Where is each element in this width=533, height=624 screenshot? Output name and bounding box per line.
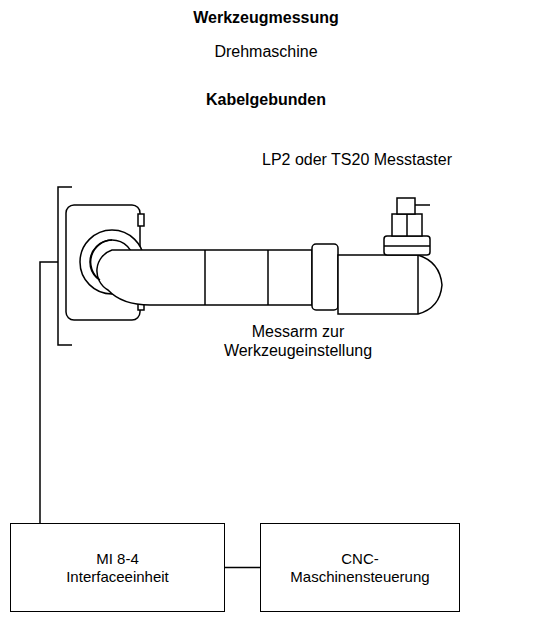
label-text: LP2 oder TS20 Messtaster <box>262 150 452 169</box>
subtitle: Drehmaschine <box>214 42 317 61</box>
probe-module <box>392 214 422 236</box>
part-label: Messarm zur Werkzeugeinstellung <box>216 322 381 360</box>
unit-box: CNC- Maschinensteuerung <box>260 523 460 612</box>
holder-seam <box>417 255 419 314</box>
arm-coupling <box>312 244 338 310</box>
label-text: Messarm zur Werkzeugeinstellung <box>216 322 381 360</box>
subtitle: Kabelgebunden <box>206 90 326 109</box>
tube-seam <box>204 250 206 305</box>
tube-bend <box>91 240 112 280</box>
unit-box: MI 8-4 Interfaceeinheit <box>10 523 225 612</box>
probe-body <box>384 236 430 255</box>
title-wrap: Werkzeugmessung <box>193 8 339 27</box>
probe-ring <box>384 245 430 247</box>
part-label: LP2 oder TS20 Messtaster <box>262 150 452 169</box>
label-text: Kabelgebunden <box>206 90 326 109</box>
tube-seam <box>267 250 269 305</box>
probe-holder <box>338 255 442 314</box>
probe-module-line <box>406 214 408 236</box>
connector-line <box>225 567 260 569</box>
housing-notch <box>138 214 144 226</box>
box-text: CNC- Maschinensteuerung <box>278 550 443 586</box>
cable-line <box>40 262 58 523</box>
arm-tube <box>97 250 312 305</box>
probe-stylus <box>415 204 430 206</box>
box-text: MI 8-4 Interfaceeinheit <box>48 550 188 586</box>
probe-stylus-tip <box>397 198 415 214</box>
label-text: Drehmaschine <box>214 42 317 61</box>
diagram-title: Werkzeugmessung <box>193 8 339 27</box>
